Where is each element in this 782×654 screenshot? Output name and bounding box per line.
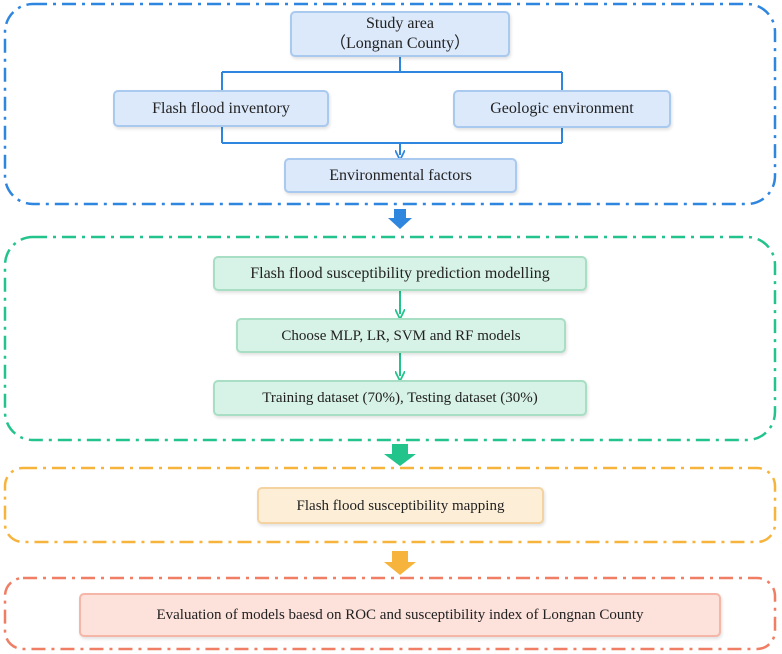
- study-area-title: Study area: [366, 15, 434, 32]
- choose-models-node: Choose MLP, LR, SVM and RF models: [236, 318, 566, 353]
- susceptibility-mapping-label: Flash flood susceptibility mapping: [296, 497, 505, 514]
- evaluation-label: Evaluation of models baesd on ROC and su…: [156, 607, 644, 623]
- geologic-environment-node: Geologic environment: [453, 90, 671, 128]
- flash-flood-inventory-label: Flash flood inventory: [152, 99, 290, 117]
- geologic-environment-label: Geologic environment: [490, 100, 634, 117]
- choose-models-label: Choose MLP, LR, SVM and RF models: [281, 327, 521, 344]
- susceptibility-mapping-node: Flash flood susceptibility mapping: [257, 487, 544, 524]
- stage-arrow-blue: [388, 209, 412, 229]
- dataset-node: Training dataset (70%), Testing dataset …: [213, 380, 587, 416]
- dataset-label: Training dataset (70%), Testing dataset …: [262, 390, 538, 406]
- study-area-subtitle: （Longnan County）: [330, 35, 470, 52]
- evaluation-node: Evaluation of models baesd on ROC and su…: [79, 593, 721, 637]
- environmental-factors-label: Environmental factors: [329, 166, 472, 184]
- modelling-label: Flash flood susceptibility prediction mo…: [250, 264, 550, 282]
- environmental-factors-node: Environmental factors: [284, 158, 517, 193]
- modelling-node: Flash flood susceptibility prediction mo…: [213, 256, 587, 291]
- study-area-node: Study area （Longnan County）: [290, 11, 510, 57]
- stage-arrow-green: [384, 444, 416, 466]
- flash-flood-inventory-node: Flash flood inventory: [113, 90, 329, 127]
- stage-arrow-orange: [384, 551, 416, 575]
